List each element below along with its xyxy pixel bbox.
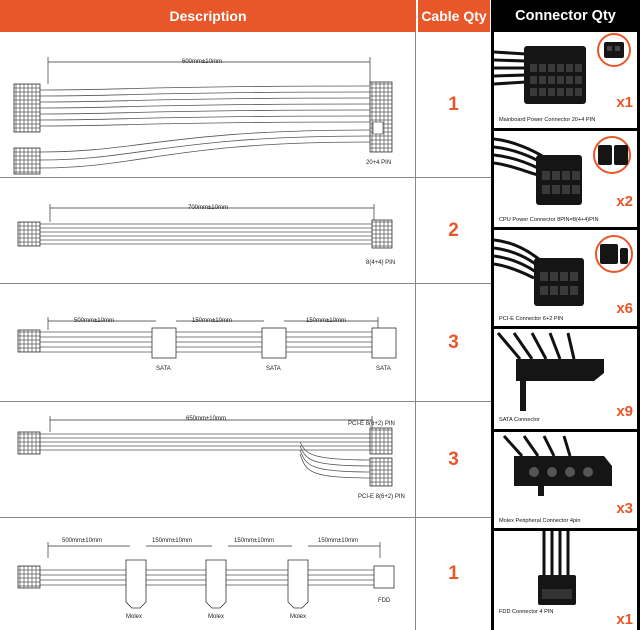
length-label: 650mm±10mm [186, 416, 226, 422]
length-label: 150mm±10mm [152, 538, 192, 544]
connector-count: x9 [616, 403, 633, 420]
molex-cable-icon [17, 542, 395, 609]
connector-column: x1 Mainboard Power Connector 20+4 PIN x2… [491, 32, 640, 630]
atx-24pin-connector-icon [494, 33, 631, 104]
cable-qty-value: 3 [448, 331, 459, 353]
connector-count: x2 [616, 193, 633, 210]
length-label: 700mm±10mm [188, 205, 228, 211]
connector-type-label: 8(4+4) PIN [366, 260, 396, 266]
length-label: 150mm±10mm [192, 318, 232, 324]
connector-name: PCI-E Connector 6+2 PIN [499, 316, 564, 322]
cable-qty-value: 1 [448, 93, 459, 115]
sata-connector-icon [496, 332, 604, 411]
cable-drawing-pcie: 650mm±10mm PCI-E 8(6+2) PIN PCI-E 8(6+2)… [0, 402, 416, 517]
connector-label: SATA [156, 366, 171, 372]
cable-row-pcie: 650mm±10mm PCI-E 8(6+2) PIN PCI-E 8(6+2)… [0, 402, 491, 518]
cable-drawing-molex: 500mm±10mm 150mm±10mm 150mm±10mm 150mm±1… [0, 518, 416, 630]
connector-label: FDD [378, 598, 391, 604]
cable-qty-value: 1 [448, 563, 459, 584]
cpu-cable-icon [17, 204, 393, 249]
cable-qty-header: Cable Qty [418, 0, 490, 32]
cable-row-molex: 500mm±10mm 150mm±10mm 150mm±10mm 150mm±1… [0, 518, 491, 630]
connector-name: CPU Power Connector 8PIN=8(4+4)PIN [499, 217, 599, 223]
length-label: 150mm±10mm [306, 318, 346, 324]
cable-row-cpu: 700mm±10mm 8(4+4) PIN 2 [0, 178, 491, 284]
connector-qty-header: Connector Qty [491, 0, 640, 32]
cable-row-atx: 600mm±10mm 20+4 PIN 1 [0, 32, 491, 178]
description-header: Description [0, 0, 416, 32]
cable-qty-value: 3 [448, 448, 459, 470]
connector-tile-atx: x1 Mainboard Power Connector 20+4 PIN [494, 32, 637, 128]
cpu-8pin-connector-icon [494, 136, 631, 205]
connector-label: Molex [208, 614, 225, 620]
connector-count: x3 [616, 500, 633, 517]
connector-label: Molex [290, 614, 307, 620]
connector-name: Molex Peripheral Connector 4pin [499, 518, 581, 524]
connector-label: PCI-E 8(6+2) PIN [348, 421, 395, 427]
cable-qty-value: 2 [448, 219, 459, 241]
connector-name: FDD Connector 4 PIN [499, 609, 554, 615]
molex-connector-icon [502, 434, 612, 496]
length-label: 150mm±10mm [318, 538, 358, 544]
connector-tile-pcie: x6 PCI-E Connector 6+2 PIN [494, 230, 637, 326]
connector-count: x1 [616, 94, 633, 111]
connector-tile-sata: x9 SATA Connector [494, 329, 637, 429]
connector-count: x1 [616, 611, 633, 628]
length-label: 600mm±10mm [182, 59, 222, 65]
length-label: 500mm±10mm [62, 538, 102, 544]
cable-row-sata: 500mm±10mm 150mm±10mm 150mm±10mm SATA SA… [0, 284, 491, 402]
cable-drawing-cpu: 700mm±10mm 8(4+4) PIN [0, 178, 416, 283]
connector-tile-cpu: x2 CPU Power Connector 8PIN=8(4+4)PIN [494, 131, 637, 227]
connector-label: SATA [266, 366, 281, 372]
fdd-connector-icon [538, 531, 576, 605]
connector-label: PCI-E 8(6+2) PIN [358, 494, 405, 500]
cable-drawing-sata: 500mm±10mm 150mm±10mm 150mm±10mm SATA SA… [0, 284, 416, 401]
sata-cable-icon [17, 317, 397, 359]
connector-label: SATA [376, 366, 391, 372]
connector-name: Mainboard Power Connector 20+4 PIN [499, 117, 596, 123]
length-label: 150mm±10mm [234, 538, 274, 544]
connector-tile-fdd: FDD Connector 4 PIN x1 [494, 531, 637, 630]
connector-label: Molex [126, 614, 143, 620]
connector-tile-molex: x3 Molex Peripheral Connector 4pin [494, 432, 637, 528]
connector-type-label: 20+4 PIN [366, 160, 392, 166]
cable-drawing-atx: 600mm±10mm 20+4 PIN [0, 32, 416, 177]
pcie-cable-icon [17, 416, 393, 487]
length-label: 500mm±10mm [74, 318, 114, 324]
connector-count: x6 [616, 300, 633, 317]
atx-cable-icon [13, 57, 393, 175]
connector-name: SATA Connector [499, 417, 540, 423]
pcie-connector-icon [494, 235, 633, 306]
